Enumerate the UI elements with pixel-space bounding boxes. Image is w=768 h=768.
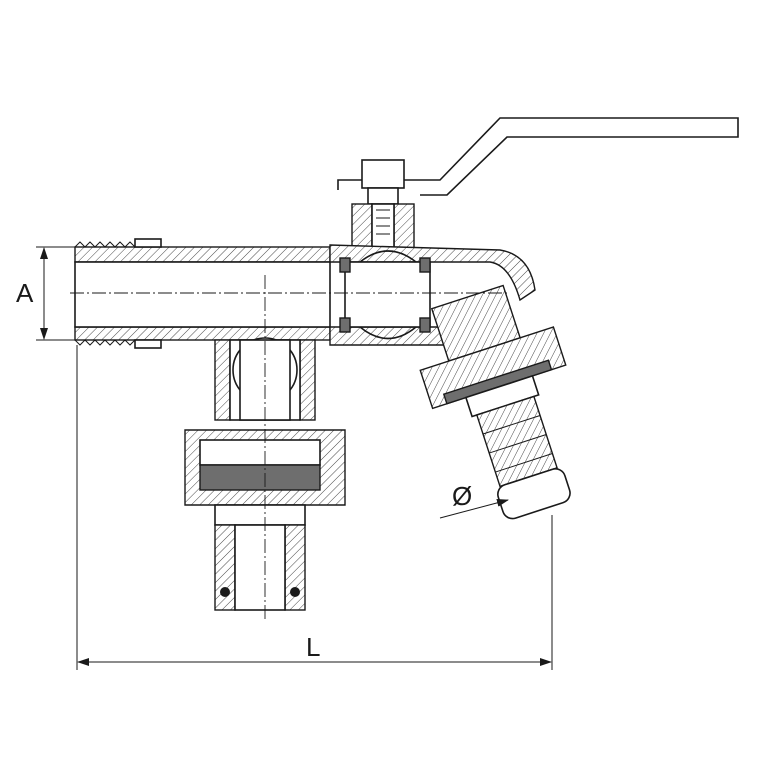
- angled-outlet: [419, 284, 571, 520]
- dimension-l: L: [76, 345, 553, 670]
- dimension-l-label: L: [306, 632, 320, 662]
- dimension-diameter-label: Ø: [452, 481, 472, 511]
- valve-body: [329, 244, 536, 346]
- dimension-diameter: Ø: [439, 481, 509, 519]
- dimension-a: A: [16, 246, 75, 341]
- inlet-pipe: [74, 238, 331, 349]
- lower-outlet: [184, 337, 346, 611]
- dimension-a-label: A: [16, 278, 34, 308]
- valve-stem: [351, 159, 415, 251]
